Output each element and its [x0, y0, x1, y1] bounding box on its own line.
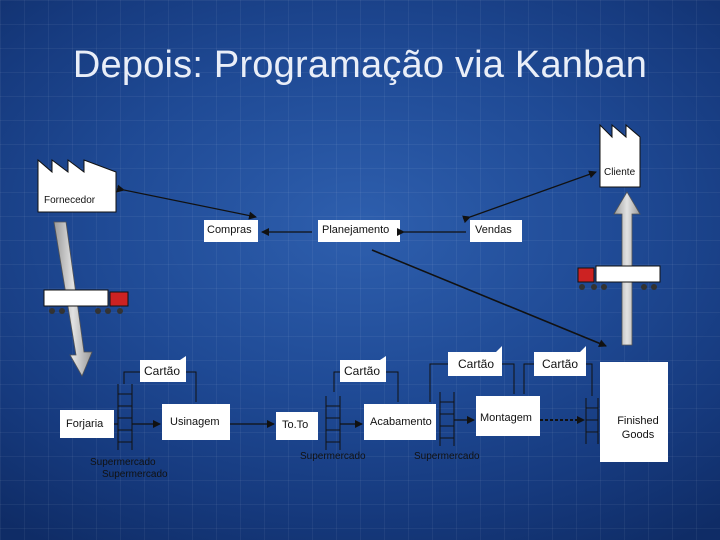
- toto-box: [276, 412, 318, 440]
- cartao-card-1: [140, 356, 186, 382]
- planejamento-to-finished-arrow: [371, 249, 607, 348]
- planejamento-box: [318, 220, 400, 242]
- supermercado-rack-2: [325, 396, 341, 450]
- compras-box: [204, 220, 258, 242]
- supermercado-label-4: Supermercado: [414, 451, 480, 462]
- truck-right-icon: [577, 265, 661, 290]
- supermercado-label-2: Supermercado: [102, 469, 168, 480]
- supermercado-label-3: Supermercado: [300, 451, 366, 462]
- finished-goods-label: Finished Goods: [617, 415, 659, 441]
- supermercado-rack-3: [439, 392, 455, 446]
- acabamento-label: Acabamento: [370, 416, 432, 428]
- compras-fornecedor-link: [116, 184, 257, 220]
- supermercado-rack-1: [117, 384, 133, 450]
- cartao-card-4: [534, 346, 586, 376]
- usinagem-label: Usinagem: [170, 416, 220, 428]
- cartao-label-1: Cartão: [144, 364, 181, 378]
- fornecedor-factory: [37, 158, 117, 213]
- supermercado-label-1: Supermercado: [90, 457, 156, 468]
- toto-label: To.To: [282, 419, 309, 431]
- cliente-factory: [599, 123, 641, 188]
- vendas-box: [470, 220, 522, 242]
- vendas-cliente-link: [462, 170, 597, 224]
- finished-goods-box: [600, 362, 668, 462]
- page-title: Depois: Programação via Kanban: [72, 44, 648, 86]
- cartao-label-3: Cartão: [458, 357, 495, 371]
- forjaria-label: Forjaria: [66, 418, 104, 430]
- vendas-label: Vendas: [475, 224, 512, 236]
- montagem-label: Montagem: [480, 412, 532, 424]
- compras-label: Compras: [207, 224, 252, 236]
- cliente-label: Cliente: [604, 167, 636, 178]
- acabamento-box: [364, 404, 436, 440]
- cartao-label-2: Cartão: [344, 364, 381, 378]
- cartao-card-2: [340, 356, 386, 382]
- supermercado-rack-4: [585, 398, 599, 444]
- cartao-label-4: Cartão: [542, 357, 579, 371]
- fornecedor-label: Fornecedor: [44, 195, 96, 206]
- montagem-box: [476, 396, 540, 436]
- planejamento-label: Planejamento: [322, 224, 390, 236]
- usinagem-box: [162, 404, 230, 440]
- forjaria-box: [60, 410, 114, 438]
- truck-left-icon: [43, 289, 129, 314]
- cartao-card-3: [448, 346, 502, 376]
